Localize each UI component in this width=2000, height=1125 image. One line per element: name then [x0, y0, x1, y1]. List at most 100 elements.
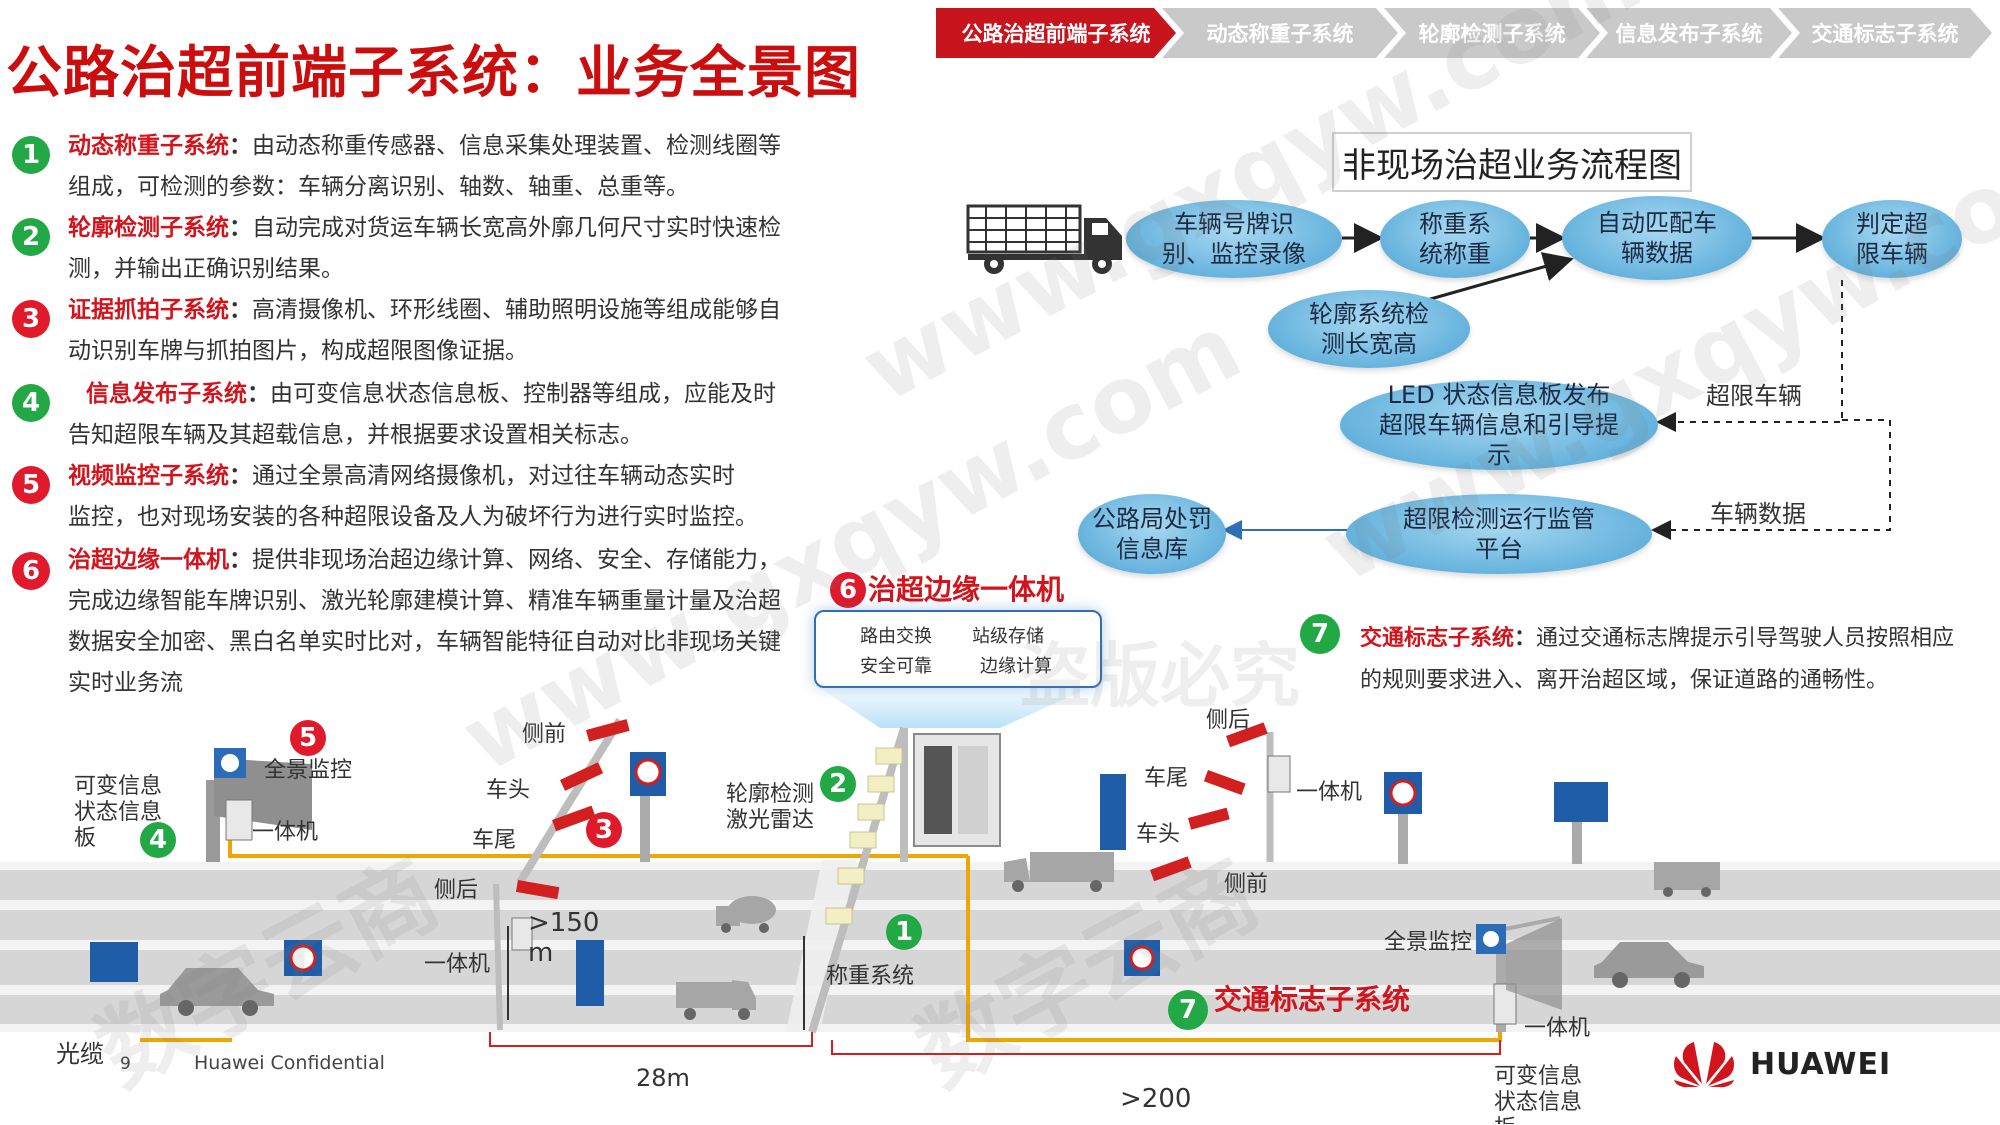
- fiber-label: 光缆: [56, 1040, 104, 1068]
- car-icon: [160, 968, 274, 1016]
- edge-feature: 路由交换: [860, 626, 932, 647]
- flow-node-text: 自动匹配车辆数据: [1597, 209, 1717, 267]
- traffic-number: 7: [1300, 614, 1340, 654]
- flow-node-text: 车辆号牌识别、监控录像: [1162, 210, 1306, 268]
- camera-label-head: 车头: [486, 778, 531, 803]
- item-line: 测，并输出正确识别结果。: [68, 256, 344, 282]
- item-line: 通过全景高清网络摄像机，对过往车辆动态实时: [252, 463, 735, 489]
- aio-label: 一体机: [1296, 780, 1363, 805]
- item-line: 提供非现场治超边缘计算、网络、安全、存储能力，: [252, 547, 781, 573]
- aio-label: 一体机: [1524, 1016, 1591, 1041]
- list-item: 轮廓检测子系统：自动完成对货运车辆长宽高外廓几何尺寸实时快速检 测，并输出正确识…: [68, 208, 788, 290]
- scene-number: 1: [886, 914, 922, 950]
- sign-500: [1554, 782, 1608, 822]
- aio-cabinet: [511, 917, 533, 951]
- flow-node-text: 公路局处罚信息库: [1092, 505, 1212, 563]
- item-number: 4: [12, 384, 50, 422]
- list-item: 信息发布子系统：由可变信息状态信息板、控制器等组成，应能及时 告知超限车辆及其超…: [68, 374, 788, 456]
- edge-number: 6: [830, 572, 866, 608]
- item-number: 1: [12, 136, 50, 174]
- flow-node-text: 轮廓系统检测长宽高: [1309, 300, 1429, 358]
- fiber-cable: [966, 856, 1502, 1042]
- page-number: 9: [120, 1054, 131, 1074]
- item-colon: ：: [229, 463, 252, 489]
- lane-line: [0, 940, 2000, 950]
- dimension-bracket: [831, 1040, 1501, 1055]
- flow-node-judge: 判定超限车辆: [1822, 200, 1962, 278]
- edge-title: 治超边缘一体机: [868, 573, 1065, 606]
- traffic-colon: ：: [1514, 626, 1537, 651]
- tanker-truck-icon: [676, 980, 756, 1020]
- distance-28m: 28m: [636, 1064, 690, 1092]
- flow-node-led: LED 状态信息板发布超限车辆信息和引导提示: [1340, 380, 1658, 470]
- item-line: 数据安全加密、黑白名单实时比对，车辆智能特征自动对比非现场关键: [68, 629, 781, 655]
- item-line: 告知超限车辆及其超载信息，并根据要求设置相关标志。: [68, 422, 643, 448]
- item-line: 高清摄像机、环形线圈、辅助照明设施等组成能够自: [252, 297, 781, 323]
- item-line: 组成，可检测的参数：车辆分离识别、轴数、轴重、总重等。: [68, 174, 689, 200]
- list-item: 治超边缘一体机：提供非现场治超边缘计算、网络、安全、存储能力， 完成边缘智能车牌…: [68, 540, 808, 704]
- tab-traffic-sign[interactable]: 交通标志子系统: [1778, 8, 1992, 58]
- item-line: 由动态称重传感器、信息采集处理装置、检测线圈等: [252, 133, 781, 159]
- truck-vehicle-icon: [1004, 852, 1114, 892]
- item-line: 动识别车牌与抓拍图片，构成超限图像证据。: [68, 338, 528, 364]
- confidential-label: Huawei Confidential: [194, 1052, 385, 1074]
- flow-node-match: 自动匹配车辆数据: [1562, 196, 1752, 280]
- camera-label-side-front: 侧前: [522, 722, 567, 747]
- edge-feature: 站级存储: [972, 626, 1044, 647]
- scene-number: 7: [1168, 990, 1208, 1030]
- camera-label-side-rear: 侧后: [1206, 708, 1251, 733]
- road-edge: [0, 862, 2000, 870]
- distance-unit: m: [528, 938, 554, 968]
- ban-sign-board: [1100, 774, 1126, 850]
- item-colon: ：: [229, 215, 252, 241]
- item-keyword: 轮廓检测子系统: [68, 215, 229, 241]
- tab-weighing[interactable]: 动态称重子系统: [1162, 8, 1398, 58]
- vms-board-label: 可变信息状态信息板: [1494, 1064, 1583, 1124]
- vms-board-label: 可变信息状态信息板: [74, 774, 163, 851]
- item-keyword: 治超边缘一体机: [68, 547, 229, 573]
- scene-number: 4: [140, 822, 176, 858]
- list-item: 证据抓拍子系统：高清摄像机、环形线圈、辅助照明设施等组成能够自 动识别车牌与抓拍…: [68, 290, 788, 372]
- mixer-truck-icon: [716, 896, 776, 933]
- edge-feature: 安全可靠: [860, 656, 932, 677]
- flow-arrow: [1419, 252, 1574, 304]
- camera-label-tail: 车尾: [1144, 766, 1189, 791]
- tab-front-end[interactable]: 公路治超前端子系统: [936, 8, 1176, 58]
- laser-label: 轮廓检测激光雷达: [726, 782, 815, 833]
- traffic-line: 的规则要求进入、离开治超区域，保证道路的通畅性。: [1360, 668, 1889, 693]
- aio-label: 一体机: [424, 952, 491, 977]
- edge-feature: 边缘计算: [980, 656, 1052, 677]
- flow-label-data: 车辆数据: [1710, 500, 1806, 528]
- item-keyword: 视频监控子系统: [68, 463, 229, 489]
- panorama-label: 全景监控: [264, 758, 353, 783]
- scene-number: 2: [820, 766, 856, 802]
- item-number: 5: [12, 466, 50, 504]
- flow-node-platform: 超限检测运行监管平台: [1346, 494, 1652, 574]
- road-edge: [0, 1024, 2000, 1032]
- item-line: 由可变信息状态信息板、控制器等组成，应能及时: [270, 381, 776, 407]
- scene-number: 3: [586, 812, 622, 848]
- list-item: 视频监控子系统：通过全景高清网络摄像机，对过往车辆动态实时 监控，也对现场安装的…: [68, 456, 788, 538]
- flow-node-bureau: 公路局处罚信息库: [1078, 494, 1226, 574]
- item-number: 6: [12, 552, 50, 590]
- distance-gt150: >150: [528, 908, 600, 938]
- traffic-keyword: 交通标志子系统: [1360, 626, 1515, 651]
- item-colon: ：: [229, 133, 252, 159]
- huawei-logo-icon: [1674, 1042, 1734, 1088]
- aio-cabinet: [1493, 983, 1517, 1025]
- flow-node-profile: 轮廓系统检测长宽高: [1268, 290, 1470, 368]
- flow-node-text: LED 状态信息板发布超限车辆信息和引导提示: [1379, 381, 1619, 469]
- tab-info[interactable]: 信息发布子系统: [1586, 8, 1792, 58]
- dimension-bracket: [489, 1032, 813, 1047]
- laser-radar: [825, 747, 903, 925]
- truck-icon: [966, 204, 1122, 274]
- item-number: 2: [12, 218, 50, 256]
- edge-beam: [814, 684, 1098, 728]
- lane-line: [0, 985, 2000, 995]
- lane-line: [0, 900, 2000, 910]
- tab-profile[interactable]: 轮廓检测子系统: [1384, 8, 1600, 58]
- flow-arrow-dashed: [1651, 419, 1891, 540]
- item-keyword: 证据抓拍子系统: [68, 297, 229, 323]
